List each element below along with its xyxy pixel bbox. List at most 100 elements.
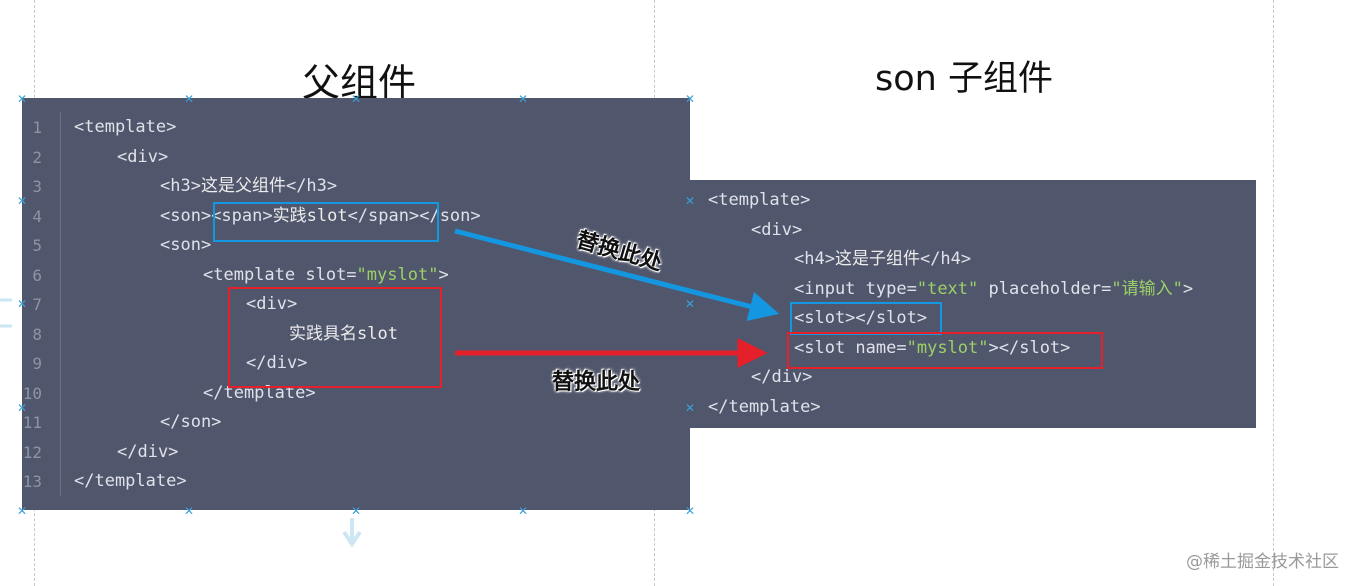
- code-token: <span>: [211, 205, 273, 226]
- code-token: name=: [855, 337, 907, 358]
- line-number: 6: [32, 265, 42, 285]
- code-line: <slot name="myslot"></slot>: [794, 334, 1070, 363]
- code-token: </template>: [708, 396, 821, 417]
- code-line: <son><span>实践slot</span></son>: [160, 202, 481, 231]
- code-line: </div>: [117, 438, 178, 467]
- code-token: <slot>: [794, 308, 856, 328]
- code-token: </h4>: [919, 249, 972, 269]
- handle-icon[interactable]: ✕: [184, 504, 195, 518]
- code-line: <template slot="myslot">: [203, 261, 449, 290]
- code-token: <input: [794, 278, 866, 299]
- parent-named-slot-highlight: [228, 287, 442, 388]
- code-line: <div>: [751, 216, 802, 245]
- code-line: </template>: [708, 393, 821, 422]
- code-token: <template: [203, 264, 306, 285]
- handle-icon[interactable]: ✕: [351, 504, 362, 518]
- replace-label-bottom: 替换此处: [552, 370, 641, 395]
- code-token: placeholder=: [978, 278, 1112, 299]
- parent-default-slot-highlight: [213, 202, 439, 242]
- code-token: slot=: [305, 264, 357, 285]
- code-line: <div>: [117, 143, 168, 172]
- code-token: <div>: [246, 294, 298, 314]
- code-token: <div>: [117, 146, 169, 167]
- handle-icon[interactable]: ✕: [685, 297, 696, 311]
- code-line: <div>: [246, 290, 297, 319]
- code-token: </div>: [117, 441, 179, 462]
- line-number: 7: [32, 295, 42, 314]
- code-token: </span>: [347, 205, 420, 226]
- code-token: </h3>: [285, 176, 338, 196]
- code-token: </slot>: [998, 337, 1071, 358]
- blue-arrow: [454, 228, 780, 321]
- down-arrow-hint: [342, 518, 362, 548]
- code-token: </son>: [419, 205, 481, 226]
- handle-icon[interactable]: ✕: [184, 92, 195, 106]
- handle-icon[interactable]: ✕: [518, 504, 529, 518]
- code-line: <slot></slot>: [794, 304, 927, 333]
- handle-icon[interactable]: ✕: [17, 194, 28, 208]
- child-named-slot-highlight: [787, 332, 1103, 369]
- code-token: "请输入": [1111, 278, 1183, 299]
- code-token: "myslot": [356, 264, 439, 285]
- code-line: <template>: [74, 113, 176, 142]
- code-token: 实践具名slot: [289, 323, 398, 344]
- code-token: </son>: [160, 412, 222, 432]
- code-line: <h3>这是父组件</h3>: [160, 172, 337, 201]
- line-number: 3: [32, 177, 42, 196]
- code-line: </div>: [246, 349, 307, 378]
- handle-icon[interactable]: ✕: [351, 92, 362, 106]
- handle-icon[interactable]: ✕: [17, 297, 28, 311]
- parent-code-panel: 1<template>2<div>3<h3>这是父组件</h3>4<son><s…: [22, 98, 690, 510]
- code-token: 这是子组件: [834, 249, 920, 269]
- handle-icon[interactable]: ✕: [17, 401, 28, 415]
- line-number: 4: [32, 206, 42, 226]
- code-line: <son>: [160, 231, 211, 260]
- code-line: <h4>这是子组件</h4>: [794, 245, 971, 274]
- code-line: </div>: [751, 363, 812, 392]
- code-token: >: [1182, 278, 1194, 299]
- handle-icon[interactable]: ✕: [17, 504, 28, 518]
- code-line: </son>: [160, 408, 221, 437]
- code-line: 实践具名slot: [289, 320, 398, 349]
- code-token: <div>: [751, 219, 803, 240]
- line-number: 13: [22, 472, 42, 491]
- code-token: >: [438, 264, 449, 285]
- line-number: 8: [32, 324, 42, 344]
- code-token: <template>: [708, 190, 811, 210]
- code-token: </template>: [74, 471, 187, 491]
- handle-icon[interactable]: ✕: [17, 92, 28, 106]
- code-token: </slot>: [855, 308, 928, 328]
- code-line: <input type="text" placeholder="请输入">: [794, 275, 1193, 304]
- line-number: 12: [22, 442, 42, 462]
- handle-icon[interactable]: ✕: [685, 401, 696, 415]
- parent-title: 父组件: [302, 61, 417, 105]
- child-title: son 子组件: [875, 59, 1053, 99]
- line-number: 11: [22, 413, 42, 432]
- code-line: <template>: [708, 186, 810, 215]
- code-token: >: [988, 337, 999, 358]
- code-token: <son>: [160, 235, 212, 255]
- code-token: 这是父组件: [200, 176, 286, 196]
- handle-icon[interactable]: ✕: [685, 92, 696, 106]
- handle-icon[interactable]: ✕: [685, 194, 696, 208]
- code-token: "text": [916, 278, 979, 299]
- code-token: <slot: [794, 337, 856, 358]
- code-token: <h4>: [794, 249, 835, 269]
- line-number: 2: [32, 147, 42, 167]
- code-token: <template>: [74, 117, 177, 137]
- code-token: 实践slot: [272, 205, 348, 226]
- handle-icon[interactable]: ✕: [518, 92, 529, 106]
- line-number: 9: [32, 354, 42, 373]
- code-token: <son>: [160, 205, 212, 226]
- handle-icon[interactable]: ✕: [685, 504, 696, 518]
- code-token: </div>: [751, 367, 813, 387]
- code-token: </div>: [246, 353, 308, 373]
- watermark: @稀土掘金技术社区: [1186, 552, 1339, 572]
- code-token: <h3>: [160, 176, 201, 196]
- line-number: 1: [32, 118, 42, 137]
- guide-line-right: [1273, 0, 1274, 586]
- code-token: "myslot": [906, 337, 989, 358]
- gutter-divider: [60, 112, 61, 496]
- code-line: </template>: [74, 467, 187, 496]
